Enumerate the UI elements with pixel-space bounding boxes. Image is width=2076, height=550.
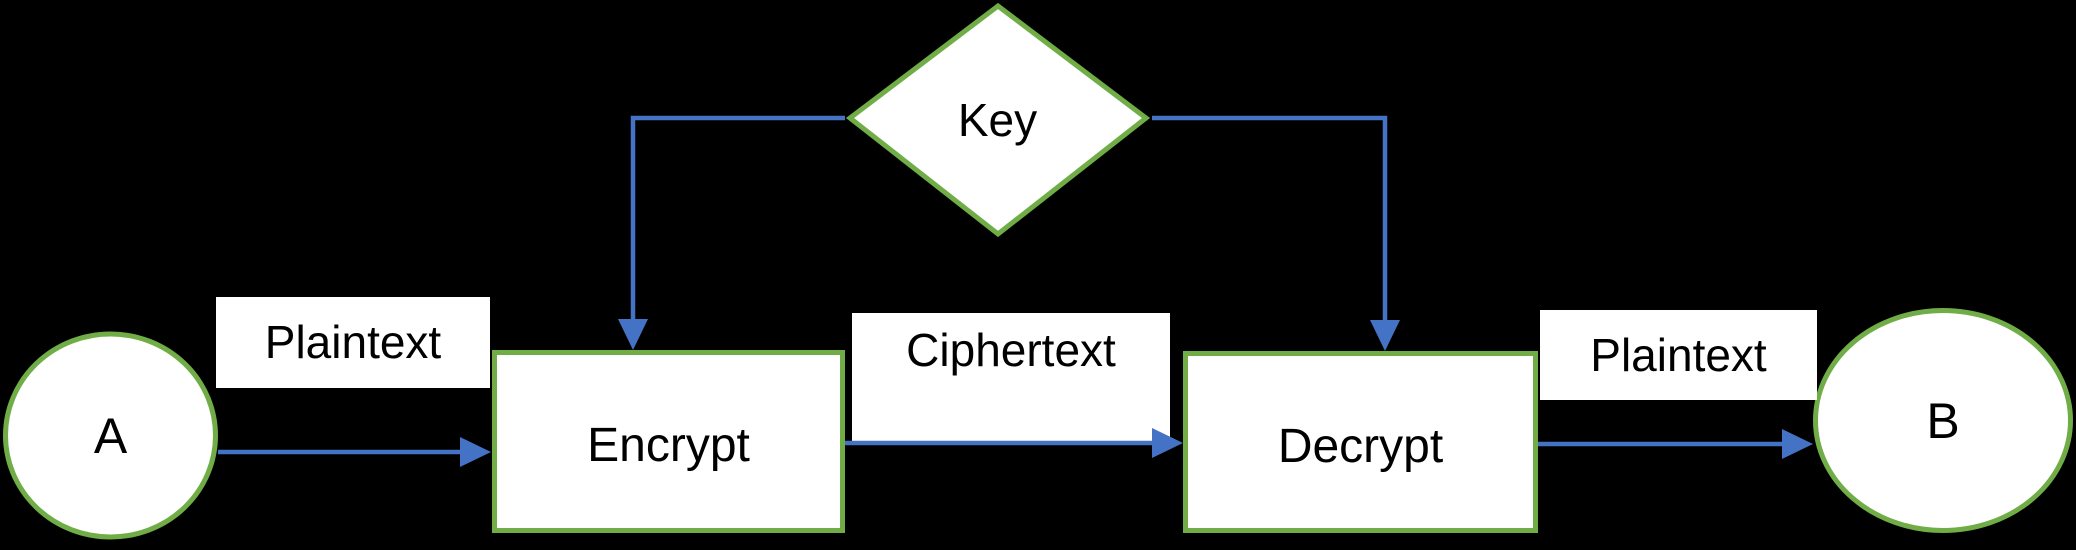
key-diamond <box>845 2 1151 238</box>
decrypt-box <box>1183 351 1538 533</box>
plaintext-left-text: Plaintext <box>264 316 442 369</box>
plaintext-label-left: Plaintext <box>216 297 490 388</box>
node-a-label: A <box>93 407 128 464</box>
decrypt-label: Decrypt <box>1277 419 1444 473</box>
node-b-circle <box>1813 308 2073 533</box>
plaintext-right-text: Plaintext <box>1590 328 1767 381</box>
node-b-label: B <box>1926 392 1960 449</box>
ciphertext-label: Ciphertext <box>852 313 1170 445</box>
key-label: Key <box>957 94 1038 146</box>
node-a-circle <box>3 331 218 540</box>
ciphertext-text: Ciphertext <box>906 324 1116 376</box>
encrypt-label: Encrypt <box>587 419 750 472</box>
plaintext-label-right: Plaintext <box>1540 310 1817 400</box>
encrypt-box <box>492 350 845 533</box>
